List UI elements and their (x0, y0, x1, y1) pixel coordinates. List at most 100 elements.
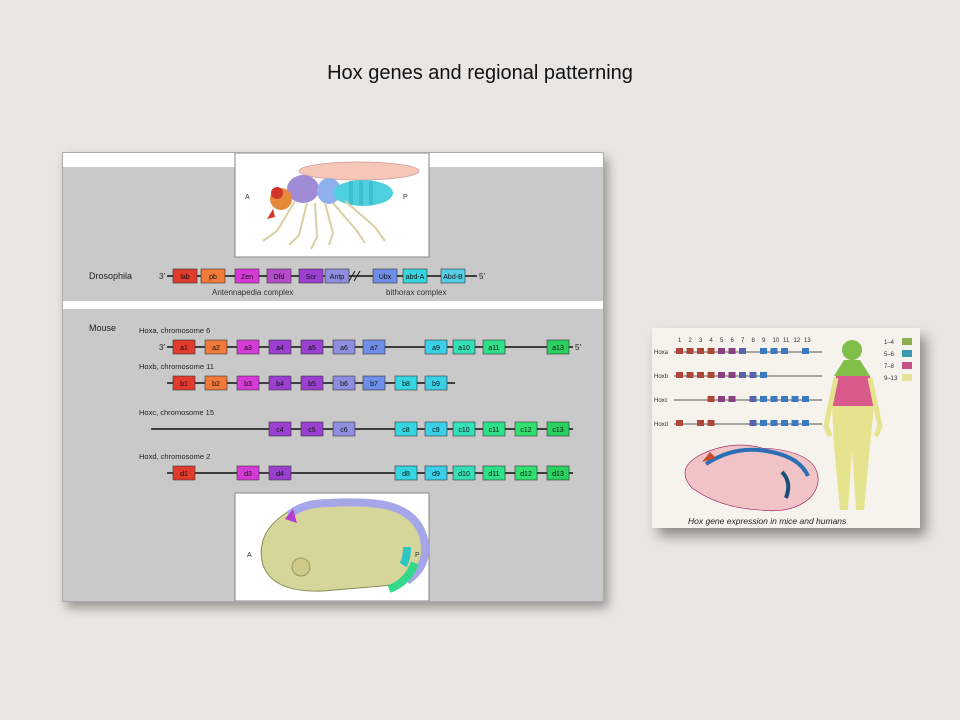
mouse-gene-b7 (362, 375, 386, 391)
mouse-gene-label: b5 (308, 381, 316, 388)
mouse-gene-label: c8 (402, 427, 410, 434)
mouse-gene-d11 (482, 465, 506, 481)
mouse-gene-label: b8 (402, 381, 410, 388)
drosophila-gene-label: Scr (306, 274, 317, 281)
drosophila-gene-label: Abd-B (443, 274, 463, 281)
expression-gene-box (781, 420, 788, 426)
mouse-gene-a5 (300, 339, 324, 355)
mouse-gene-label: c13 (552, 427, 563, 434)
mouse-gene-d8 (394, 465, 418, 481)
mouse-gene-label: d4 (276, 471, 284, 478)
mouse-gene-label: d3 (244, 471, 252, 478)
mouse-gene-d10 (452, 465, 476, 481)
mouse-gene-d12 (514, 465, 538, 481)
mouse-gene-label: d1 (180, 471, 188, 478)
drosophila-gene-label: lab (180, 274, 189, 281)
expression-number-label: 1 (678, 338, 682, 344)
mouse-gene-label: a7 (370, 345, 378, 352)
mouse-gene-d3 (236, 465, 260, 481)
expression-gene-box (791, 396, 799, 402)
mouse-gene-label: c9 (432, 427, 440, 434)
mouse-gene-c12 (514, 421, 538, 437)
drosophila-gene-label: pb (209, 274, 217, 281)
drosophila-gene-pb (200, 268, 226, 284)
expression-number-label: 2 (689, 338, 693, 344)
mouse-gene-label: b6 (340, 381, 348, 388)
drosophila-gene-Dfd (266, 268, 292, 284)
mouse-gene-a1 (172, 339, 196, 355)
mouse-gene-a6 (332, 339, 356, 355)
legend-label: 5–6 (884, 352, 895, 358)
mouse-embryo-sketch (684, 444, 819, 512)
mouse-gene-d4 (268, 465, 292, 481)
mouse-gene-label: a11 (488, 345, 499, 352)
expression-gene-box (718, 372, 725, 378)
expression-number-label: 10 (773, 338, 780, 344)
mouse-gene-c9 (424, 421, 448, 437)
expression-gene-box (707, 372, 715, 378)
expression-gene-box (770, 348, 778, 354)
drosophila-5prime: 5′ (479, 272, 485, 281)
expression-gene-box (697, 348, 704, 354)
legend-swatch (902, 338, 912, 345)
drosophila-gene-Abd-B (440, 268, 466, 284)
mouse-gene-label: d8 (402, 471, 410, 478)
mouse-gene-label: a1 (180, 345, 188, 352)
mouse-gene-label: d10 (458, 471, 470, 478)
mouse-gene-label: a6 (340, 345, 348, 352)
expression-gene-box (707, 348, 715, 354)
expression-gene-box (781, 348, 788, 354)
expression-gene-box (707, 396, 715, 402)
mouse-gene-label: a2 (212, 345, 220, 352)
expression-gene-box (739, 372, 746, 378)
mouse-gene-label: a4 (276, 345, 284, 352)
expression-gene-box (676, 372, 683, 378)
mouse-gene-label: b1 (180, 381, 188, 388)
expression-gene-box (749, 420, 757, 426)
drosophila-3prime: 3′ (159, 272, 165, 281)
legend-swatch (902, 362, 912, 369)
expression-gene-box (749, 396, 757, 402)
drosophila-gene-abd-A (402, 268, 428, 284)
expression-gene-box (770, 396, 778, 402)
expression-number-label: 11 (783, 338, 790, 344)
human-figure (823, 340, 883, 510)
fly-posterior-label: P (403, 194, 408, 201)
expression-gene-box (718, 396, 725, 402)
expression-gene-box (760, 420, 767, 426)
drosophila-gene-Ubx (372, 268, 398, 284)
mouse-gene-b6 (332, 375, 356, 391)
mouse-gene-label: b4 (276, 381, 284, 388)
expression-number-label: 5 (720, 338, 724, 344)
antennapedia-complex-label: Antennapedia complex (212, 288, 293, 297)
mouse-gene-d13 (546, 465, 570, 481)
mouse-gene-label: b3 (244, 381, 252, 388)
expression-gene-box (760, 372, 767, 378)
mouse-gene-b5 (300, 375, 324, 391)
mouse-gene-label: a10 (458, 345, 470, 352)
mouse-gene-c8 (394, 421, 418, 437)
mouse-gene-c10 (452, 421, 476, 437)
expression-gene-box (791, 420, 799, 426)
expression-row-label: Hoxd (654, 422, 668, 428)
mouse-gene-label: d11 (488, 471, 499, 478)
expression-gene-box (802, 348, 809, 354)
mouse-cluster-name: Hoxc, chromosome 15 (139, 408, 214, 417)
mouse-gene-a3 (236, 339, 260, 355)
expression-number-label: 3 (699, 338, 703, 344)
mouse-gene-label: b7 (370, 381, 378, 388)
mouse-gene-label: d9 (432, 471, 440, 478)
expression-number-label: 13 (804, 338, 811, 344)
mouse-5prime: 5′ (575, 343, 581, 352)
mouse-gene-a4 (268, 339, 292, 355)
mouse-gene-label: a9 (432, 345, 440, 352)
drosophila-label: Drosophila (89, 271, 132, 281)
mouse-3prime: 3′ (159, 343, 165, 352)
mouse-gene-b3 (236, 375, 260, 391)
mouse-cluster-name: Hoxb, chromosome 11 (139, 362, 214, 371)
expression-gene-box (676, 348, 683, 354)
